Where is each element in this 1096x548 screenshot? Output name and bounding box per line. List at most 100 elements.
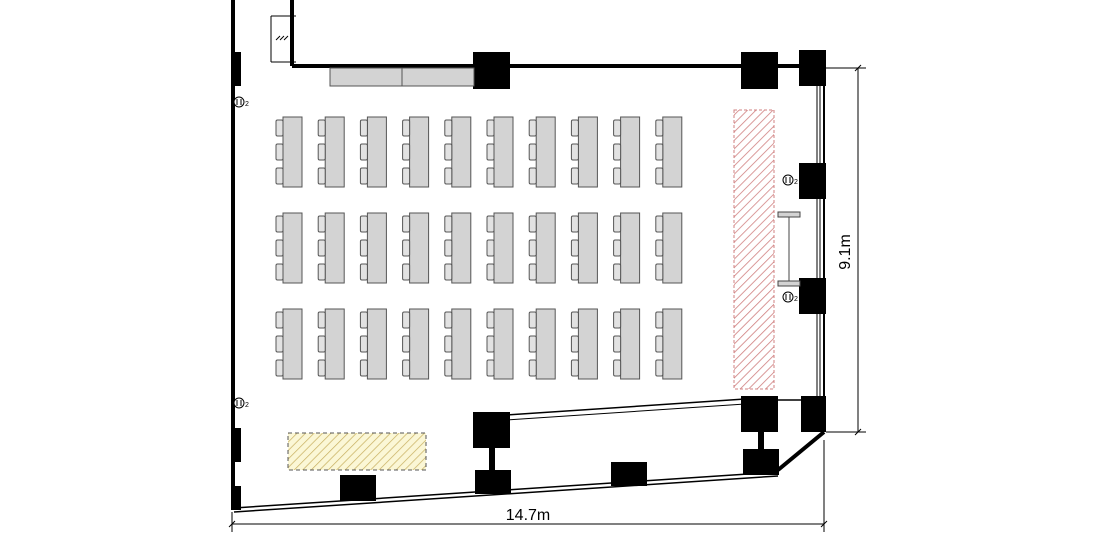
outlet-icon: 2 bbox=[233, 397, 249, 409]
table-set bbox=[317, 116, 345, 188]
desk bbox=[493, 116, 514, 188]
outlet-count: 2 bbox=[794, 179, 798, 186]
desk bbox=[282, 308, 303, 380]
chair bbox=[275, 311, 284, 329]
chair bbox=[570, 359, 579, 377]
chair bbox=[402, 263, 411, 281]
chair bbox=[275, 215, 284, 233]
desk bbox=[451, 116, 472, 188]
chair bbox=[613, 335, 622, 353]
desk bbox=[451, 212, 472, 284]
table-set bbox=[528, 116, 556, 188]
lectern bbox=[777, 211, 801, 287]
chair bbox=[402, 335, 411, 353]
chair bbox=[444, 335, 453, 353]
chair bbox=[486, 215, 495, 233]
desk bbox=[535, 308, 556, 380]
column-connector bbox=[758, 432, 764, 450]
table-set bbox=[402, 116, 430, 188]
chair bbox=[486, 119, 495, 137]
chair bbox=[570, 311, 579, 329]
chair bbox=[275, 167, 284, 185]
chair bbox=[655, 311, 664, 329]
chair bbox=[486, 263, 495, 281]
chair bbox=[486, 143, 495, 161]
chair bbox=[528, 335, 537, 353]
inner-partition-wall-2 bbox=[491, 402, 761, 422]
chair bbox=[613, 359, 622, 377]
column bbox=[231, 428, 241, 462]
chair bbox=[444, 215, 453, 233]
chair bbox=[655, 335, 664, 353]
table-set bbox=[613, 308, 641, 380]
column bbox=[231, 52, 241, 86]
column bbox=[741, 396, 778, 432]
outlet-icon: 2 bbox=[782, 291, 798, 303]
desk bbox=[366, 116, 387, 188]
outlet-count: 2 bbox=[245, 402, 249, 409]
chair bbox=[613, 239, 622, 257]
column bbox=[743, 449, 779, 475]
column bbox=[340, 475, 376, 501]
table-set bbox=[444, 116, 472, 188]
column bbox=[799, 163, 826, 199]
chair bbox=[359, 239, 368, 257]
chair bbox=[570, 335, 579, 353]
table-set bbox=[317, 212, 345, 284]
desk bbox=[577, 116, 598, 188]
chair bbox=[528, 263, 537, 281]
table-set bbox=[486, 308, 514, 380]
chair bbox=[359, 167, 368, 185]
table-set bbox=[402, 308, 430, 380]
chair bbox=[528, 239, 537, 257]
column-connector bbox=[489, 448, 495, 472]
chair bbox=[570, 167, 579, 185]
chair bbox=[528, 311, 537, 329]
table-set bbox=[486, 116, 514, 188]
column bbox=[473, 412, 510, 448]
inner-partition-wall bbox=[491, 397, 761, 417]
desk bbox=[620, 116, 641, 188]
chair bbox=[655, 263, 664, 281]
chair bbox=[655, 359, 664, 377]
chair bbox=[655, 239, 664, 257]
column bbox=[799, 50, 826, 86]
table-set bbox=[570, 116, 598, 188]
desk bbox=[493, 308, 514, 380]
chair bbox=[613, 143, 622, 161]
desk bbox=[282, 116, 303, 188]
chair bbox=[570, 143, 579, 161]
table-set bbox=[359, 116, 387, 188]
desk bbox=[409, 212, 430, 284]
desk bbox=[366, 308, 387, 380]
chair bbox=[444, 311, 453, 329]
structural-columns bbox=[231, 50, 826, 510]
north-counter bbox=[329, 67, 475, 87]
desk bbox=[535, 116, 556, 188]
outlet-count: 2 bbox=[794, 296, 798, 303]
column bbox=[801, 396, 826, 432]
chair bbox=[359, 311, 368, 329]
chair bbox=[444, 263, 453, 281]
chair bbox=[486, 167, 495, 185]
chair bbox=[317, 215, 326, 233]
column bbox=[475, 470, 511, 494]
column bbox=[741, 52, 778, 89]
table-set bbox=[655, 212, 683, 284]
chair bbox=[359, 335, 368, 353]
table-set bbox=[486, 212, 514, 284]
column bbox=[473, 52, 510, 89]
table-set bbox=[275, 116, 303, 188]
chair bbox=[402, 167, 411, 185]
chair bbox=[444, 359, 453, 377]
table-set bbox=[275, 212, 303, 284]
chair bbox=[317, 263, 326, 281]
table-set bbox=[444, 212, 472, 284]
walls bbox=[231, 0, 826, 513]
chair bbox=[402, 143, 411, 161]
table-set bbox=[655, 308, 683, 380]
chair bbox=[359, 263, 368, 281]
chair bbox=[655, 143, 664, 161]
desk bbox=[535, 212, 556, 284]
chair bbox=[528, 215, 537, 233]
